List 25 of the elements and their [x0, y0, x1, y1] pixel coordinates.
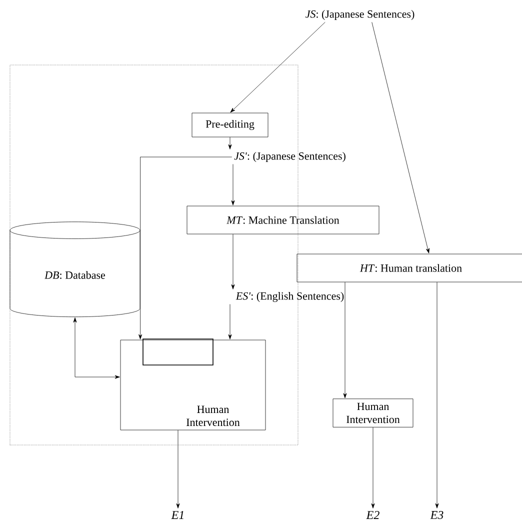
process-box: Human Intervention	[332, 398, 414, 428]
arrow	[176, 430, 180, 508]
arrow	[73, 317, 120, 379]
arrow	[231, 234, 235, 290]
output-label: E2	[366, 511, 380, 519]
arrow	[435, 282, 439, 508]
arrow	[343, 282, 347, 398]
arrow	[231, 164, 235, 206]
arrow	[371, 427, 375, 508]
sentence-label: JS: (Japanese Sentences)	[306, 10, 414, 20]
process-box: Pre-editing	[192, 112, 268, 138]
sentence-label: ES': (English Sentences)	[236, 292, 344, 302]
arrow	[372, 22, 430, 254]
arrow	[230, 22, 326, 113]
sentence-label: JS': (Japanese Sentences)	[234, 152, 346, 162]
output-label: E1	[171, 511, 184, 519]
process-box: Human Intervention	[120, 340, 266, 430]
process-box: MT: Machine Translation	[186, 206, 380, 234]
arrow	[138, 156, 232, 340]
database-cylinder: DB: Database	[10, 222, 140, 318]
output-label: E3	[430, 510, 444, 520]
arrow	[228, 137, 232, 150]
inner-box	[142, 338, 214, 366]
process-box: HT: Human translation	[296, 254, 522, 282]
arrow	[228, 304, 232, 340]
